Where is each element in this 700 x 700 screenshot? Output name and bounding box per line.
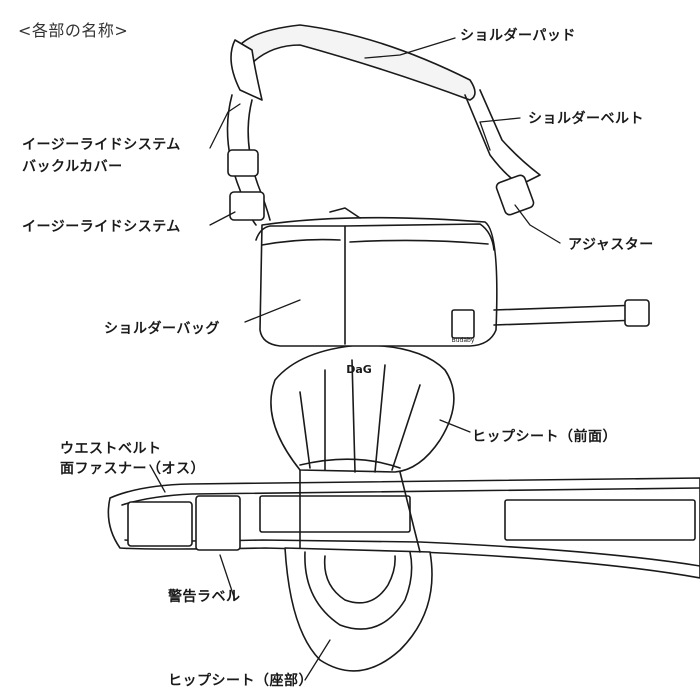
seat-logo: DaG bbox=[346, 363, 372, 376]
brand-tag bbox=[451, 309, 475, 339]
label-easy-ride-buckle-cover-line1: イージーライドシステム bbox=[22, 137, 181, 153]
label-waist-belt-line2: 面ファスナー（オス） bbox=[60, 461, 205, 477]
label-hip-seat-front: ヒップシート（前面） bbox=[472, 429, 617, 445]
bag-tag-text: Budaby bbox=[452, 337, 475, 344]
label-shoulder-pad: ショルダーパッド bbox=[460, 28, 576, 44]
leader-lines bbox=[149, 37, 561, 681]
shoulder-bag bbox=[255, 207, 650, 347]
easy-ride-buckle bbox=[229, 191, 265, 221]
adjuster-piece bbox=[495, 174, 535, 216]
page-header: <各部の名称> bbox=[18, 21, 129, 40]
label-shoulder-bag: ショルダーバッグ bbox=[104, 321, 220, 337]
label-warning-label: 警告ラベル bbox=[168, 589, 241, 605]
warning-label-patch bbox=[195, 495, 241, 551]
label-waist-belt-line1: ウエストベルト bbox=[60, 441, 162, 457]
velcro-patch bbox=[127, 501, 193, 547]
hip-seat-front bbox=[270, 344, 455, 553]
buckle-cover bbox=[227, 149, 259, 177]
label-easy-ride-buckle-cover-line2: バックルカバー bbox=[22, 159, 123, 175]
hip-seat-seat bbox=[284, 547, 433, 672]
label-hip-seat-seat: ヒップシート（座部） bbox=[168, 673, 313, 689]
label-easy-ride-system: イージーライドシステム bbox=[22, 219, 181, 235]
label-shoulder-belt: ショルダーベルト bbox=[528, 111, 644, 127]
shoulder-strap bbox=[226, 24, 541, 226]
label-adjuster: アジャスター bbox=[568, 237, 654, 253]
